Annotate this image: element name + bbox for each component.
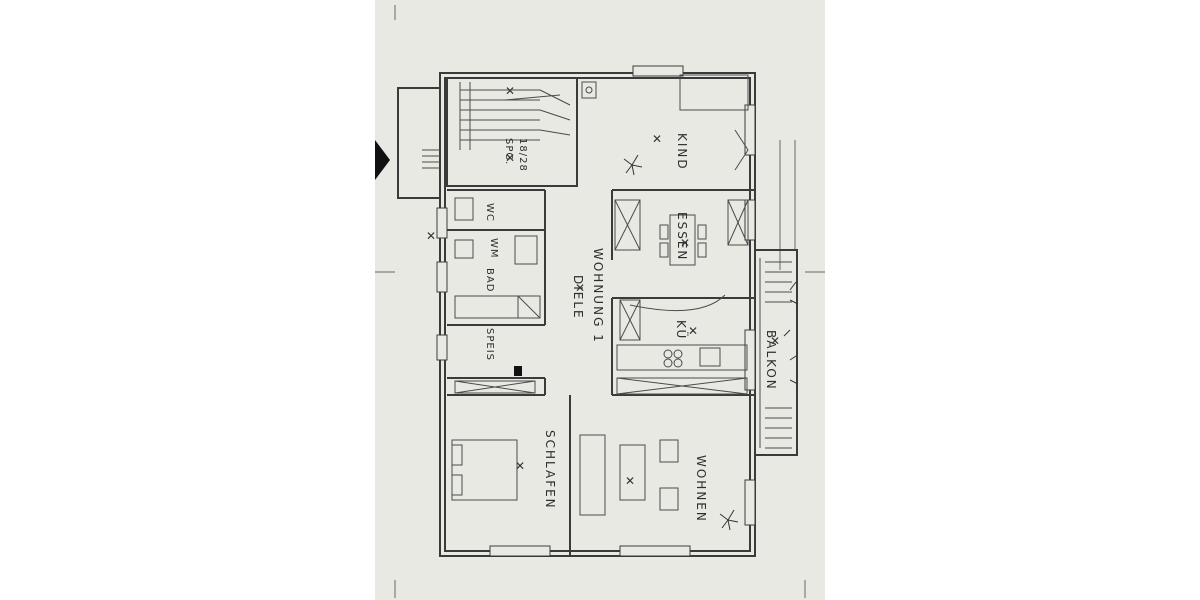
essen-label: ESSEN (675, 212, 689, 261)
bad-label: BAD (484, 268, 495, 292)
bed (451, 439, 518, 501)
plant-icon (623, 154, 799, 531)
dining-fixtures (614, 199, 749, 266)
kitchen-fixtures (616, 294, 748, 395)
speis-label: SPEIS (484, 328, 495, 361)
svg-text:✕: ✕ (515, 459, 525, 473)
svg-text:✕: ✕ (625, 474, 635, 488)
kind-label: KIND (675, 133, 689, 171)
living-furniture (579, 434, 679, 516)
staircase (459, 82, 571, 150)
speis-shelves (454, 380, 536, 394)
diele-label: DIELE (571, 275, 585, 320)
wohnen-label: WOHNEN (694, 455, 708, 523)
svg-text:✕: ✕ (652, 132, 662, 146)
bath-fixtures (454, 197, 541, 319)
entrance-steps (422, 149, 440, 169)
sink-icon (699, 347, 721, 367)
wm-label: WM (488, 238, 499, 259)
kind-fixtures (581, 74, 749, 171)
marker-annotations: ✕ ✕ ✕ ✕ ✕ ✕ ✕ ✕ ✕ ✕ (426, 84, 780, 488)
svg-text:✕: ✕ (680, 236, 690, 250)
kueche-label: KÜ (674, 320, 690, 340)
direction-arrow-icon (375, 140, 390, 180)
svg-text:✕: ✕ (505, 151, 515, 165)
wc-label: WC (484, 203, 495, 222)
svg-text:✕: ✕ (505, 84, 515, 98)
schlafen-label: SCHLAFEN (543, 430, 557, 510)
stair-dims-label: 18/28 (517, 138, 528, 172)
sheet-guides (375, 5, 825, 598)
svg-text:✕: ✕ (426, 229, 436, 243)
stair-label: SPG. (503, 138, 514, 165)
interior-walls (446, 77, 755, 556)
balcony-railing (765, 261, 792, 449)
balkon-label: BALKON (764, 330, 778, 391)
stove-icon (663, 349, 683, 368)
windows (436, 65, 756, 557)
wohnung-label: WOHNUNG 1 (591, 248, 605, 344)
room-labels: SPG. 18/28 KIND ESSEN WC WM BAD DIELE WO… (484, 133, 778, 523)
svg-text:✕: ✕ (575, 281, 585, 295)
svg-text:✕: ✕ (770, 334, 780, 348)
svg-text:✕: ✕ (688, 324, 698, 338)
